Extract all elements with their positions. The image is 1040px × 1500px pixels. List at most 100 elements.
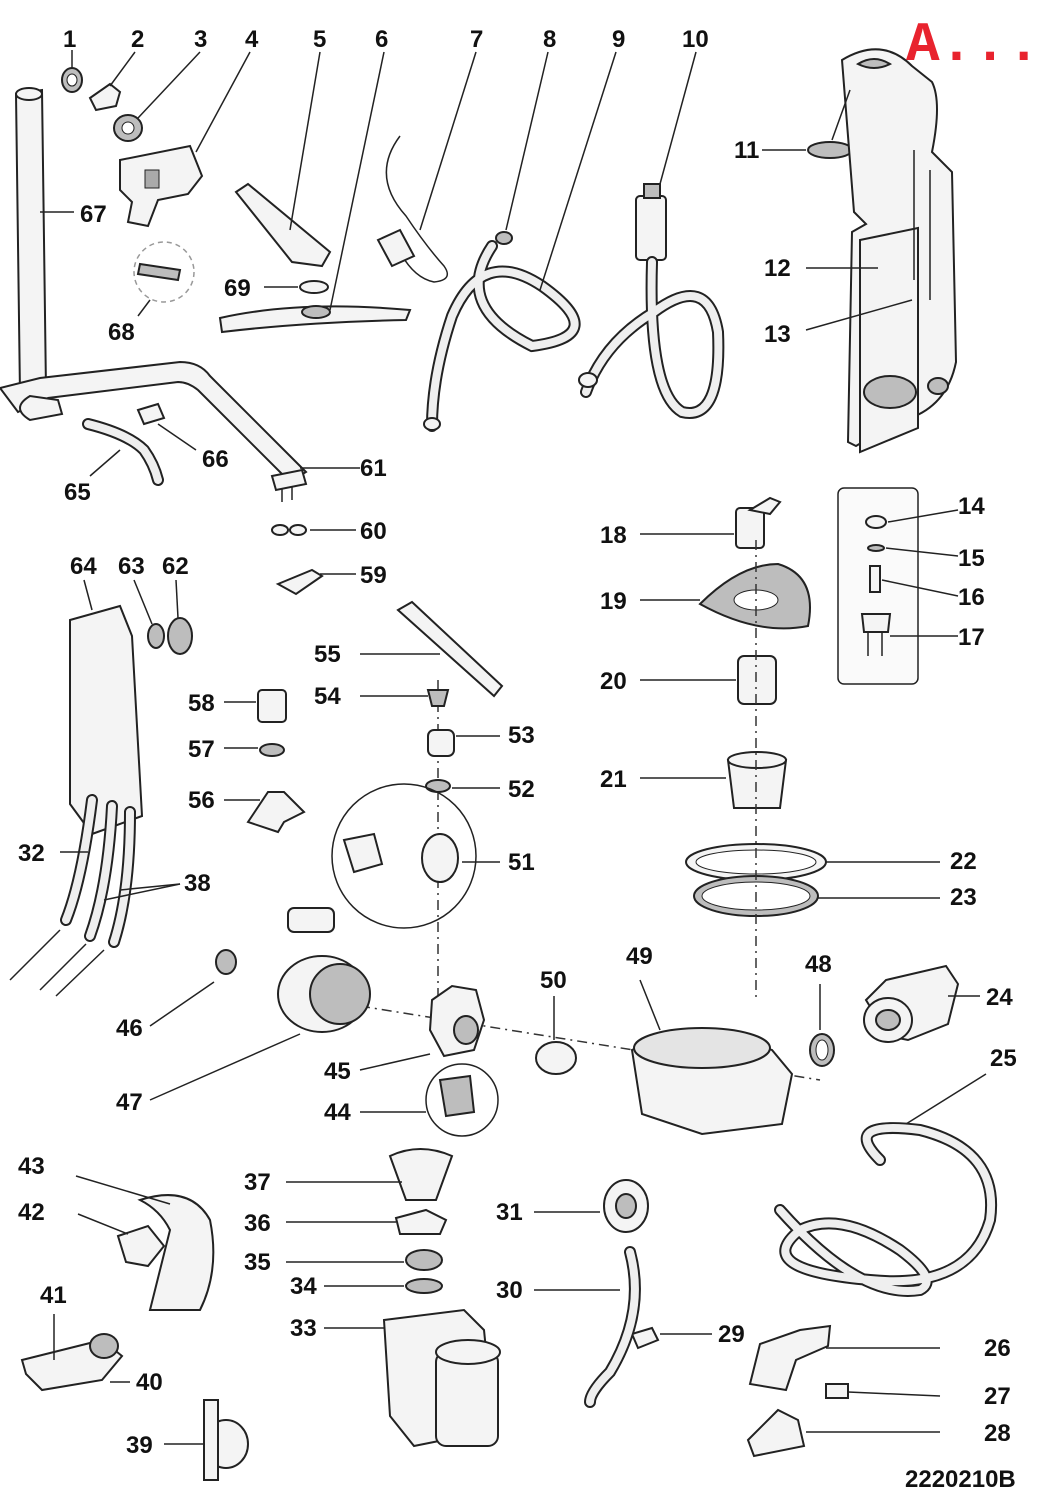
label-20: 20 bbox=[600, 668, 627, 695]
label-42: 42 bbox=[18, 1199, 45, 1226]
part-57-seal bbox=[224, 743, 285, 757]
label-29: 29 bbox=[718, 1321, 745, 1348]
label-21: 21 bbox=[600, 766, 627, 793]
label-8: 8 bbox=[543, 26, 556, 53]
part-36-cap bbox=[286, 1208, 448, 1235]
part-67-upper-tube bbox=[14, 87, 74, 396]
label-25: 25 bbox=[990, 1045, 1017, 1072]
part-3-nut bbox=[113, 51, 201, 142]
label-58: 58 bbox=[188, 690, 215, 717]
part-32-38-hoses bbox=[9, 794, 181, 997]
label-39: 39 bbox=[126, 1432, 153, 1459]
part-14-17-panel bbox=[837, 487, 959, 685]
part-60-washers bbox=[271, 524, 356, 536]
label-19: 19 bbox=[600, 588, 627, 615]
part-27-microswitch bbox=[825, 1383, 941, 1399]
part-69-washer bbox=[264, 280, 329, 294]
label-59: 59 bbox=[360, 562, 387, 589]
label-35: 35 bbox=[244, 1249, 271, 1276]
part-44-heater-detail bbox=[360, 1063, 499, 1137]
part-48-seal bbox=[809, 984, 835, 1067]
label-54: 54 bbox=[314, 683, 341, 710]
label-57: 57 bbox=[188, 736, 215, 763]
part-24-drain-pump bbox=[863, 964, 980, 1043]
part-54-nut bbox=[360, 689, 450, 707]
label-46: 46 bbox=[116, 1015, 143, 1042]
part-50-coupling bbox=[535, 996, 577, 1075]
part-2-clip bbox=[88, 51, 136, 112]
label-38: 38 bbox=[184, 870, 211, 897]
part-20-fine-filter bbox=[640, 655, 777, 705]
part-34-seal bbox=[324, 1278, 443, 1294]
label-12: 12 bbox=[764, 255, 791, 282]
label-32: 32 bbox=[18, 840, 45, 867]
label-61: 61 bbox=[360, 455, 387, 482]
part-10-aquastop-hose bbox=[578, 51, 725, 419]
label-69: 69 bbox=[224, 275, 251, 302]
label-18: 18 bbox=[600, 522, 627, 549]
part-58-cap bbox=[224, 689, 287, 723]
part-59-bracket bbox=[275, 568, 356, 596]
label-40: 40 bbox=[136, 1369, 163, 1396]
label-22: 22 bbox=[950, 848, 977, 875]
part-49-sump bbox=[630, 979, 794, 1136]
part-22-ring bbox=[685, 843, 940, 881]
label-3: 3 bbox=[194, 26, 207, 53]
part-39-flow-meter bbox=[164, 1399, 249, 1481]
part-33-salt-container bbox=[324, 1308, 501, 1448]
label-63: 63 bbox=[118, 553, 145, 580]
drawing-code: 2220210B bbox=[905, 1466, 1016, 1493]
label-27: 27 bbox=[984, 1383, 1011, 1410]
label-14: 14 bbox=[958, 493, 985, 520]
label-53: 53 bbox=[508, 722, 535, 749]
part-62-nut bbox=[167, 579, 193, 655]
label-7: 7 bbox=[470, 26, 483, 53]
part-51-valve-detail bbox=[331, 783, 500, 929]
part-68-clip-detail bbox=[133, 241, 195, 317]
part-number-labels: 1 2 3 4 5 6 7 8 9 10 11 12 13 14 15 16 1… bbox=[18, 26, 1017, 1459]
part-64-air-duct bbox=[69, 579, 144, 836]
part-1-ring bbox=[61, 50, 83, 93]
label-34: 34 bbox=[290, 1273, 317, 1300]
part-43-cover bbox=[75, 1175, 215, 1311]
label-28: 28 bbox=[984, 1420, 1011, 1447]
brand-mark: A... bbox=[906, 13, 1040, 77]
label-15: 15 bbox=[958, 545, 985, 572]
label-30: 30 bbox=[496, 1277, 523, 1304]
part-37-funnel bbox=[286, 1148, 454, 1201]
part-53-bushing bbox=[427, 729, 500, 757]
part-46-washer bbox=[149, 949, 237, 1027]
label-47: 47 bbox=[116, 1089, 143, 1116]
label-50: 50 bbox=[540, 967, 567, 994]
label-16: 16 bbox=[958, 584, 985, 611]
label-45: 45 bbox=[324, 1058, 351, 1085]
part-41-inlet-valve bbox=[20, 1314, 130, 1392]
part-23-seal bbox=[693, 875, 940, 917]
part-11-ring bbox=[762, 141, 853, 159]
label-37: 37 bbox=[244, 1169, 271, 1196]
label-43: 43 bbox=[18, 1153, 45, 1180]
label-6: 6 bbox=[375, 26, 388, 53]
part-4-spray-arm-support bbox=[119, 51, 251, 228]
label-31: 31 bbox=[496, 1199, 523, 1226]
part-8-washer bbox=[495, 51, 549, 245]
label-60: 60 bbox=[360, 518, 387, 545]
label-11: 11 bbox=[734, 137, 759, 164]
part-52-seal bbox=[425, 779, 500, 793]
label-17: 17 bbox=[958, 624, 985, 651]
label-44: 44 bbox=[324, 1099, 351, 1126]
part-30-hose bbox=[534, 1246, 641, 1408]
label-52: 52 bbox=[508, 776, 535, 803]
label-68: 68 bbox=[108, 319, 135, 346]
part-31-cap bbox=[534, 1179, 649, 1233]
part-19-filter-plate bbox=[640, 562, 811, 630]
label-23: 23 bbox=[950, 884, 977, 911]
part-55-lower-spray-arm bbox=[360, 600, 504, 698]
part-35-ring bbox=[286, 1249, 443, 1271]
part-56-nozzle bbox=[224, 791, 306, 834]
label-4: 4 bbox=[245, 26, 259, 53]
part-25-drain-hose bbox=[774, 1073, 998, 1297]
label-2: 2 bbox=[131, 26, 144, 53]
part-7-power-cable bbox=[376, 51, 477, 283]
label-5: 5 bbox=[313, 26, 326, 53]
